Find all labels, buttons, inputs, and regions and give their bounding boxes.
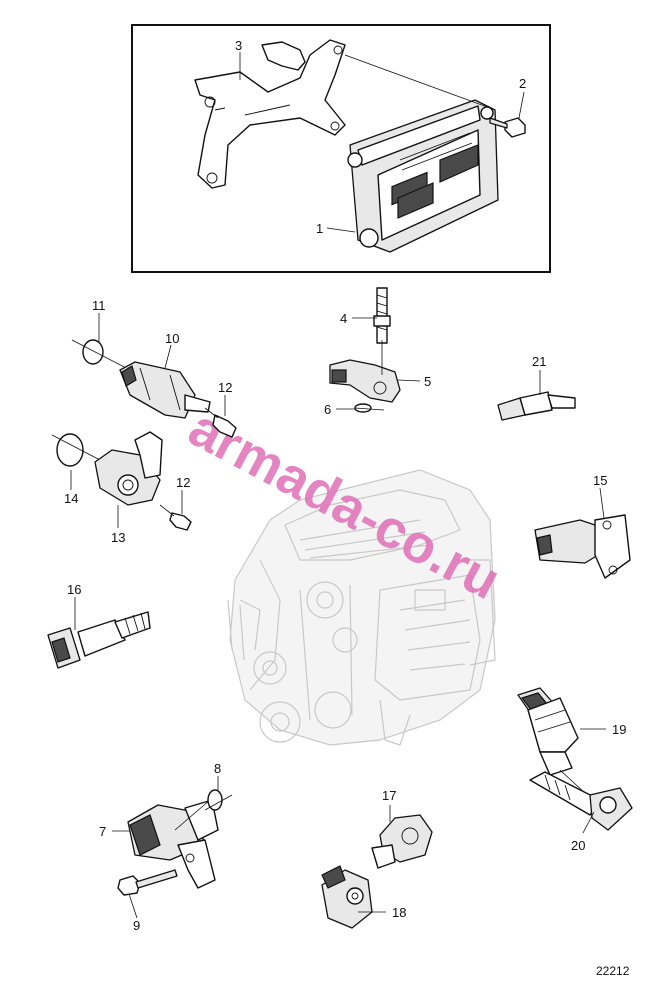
callout-5: 5: [424, 374, 431, 389]
callout-12-lower: 12: [176, 475, 190, 490]
sensor-part-17: [371, 805, 433, 869]
sensor-part-16: [47, 611, 151, 669]
callout-labels: 1 2 3 4 5 6 7 8 9 10 11 12 12 13 14 15 1…: [64, 38, 626, 933]
sensor-part-21: [497, 370, 576, 421]
callout-4: 4: [340, 311, 347, 326]
sensor-part-5: [329, 340, 401, 403]
sensor-part-13: [94, 431, 163, 506]
callout-21: 21: [532, 354, 546, 369]
o-ring-part-11: [82, 339, 104, 365]
o-ring-part-8: [207, 789, 223, 811]
callout-8: 8: [214, 761, 221, 776]
callout-20: 20: [571, 838, 585, 853]
bracket-part-3: [194, 39, 346, 189]
ecu-part-1: [347, 99, 499, 253]
callout-6: 6: [324, 402, 331, 417]
sensor-part-7: [127, 799, 219, 889]
callout-7: 7: [99, 824, 106, 839]
drawing-number: 22212: [596, 964, 630, 978]
callout-3: 3: [235, 38, 242, 53]
callout-9: 9: [133, 918, 140, 933]
sensor-part-18: [321, 865, 373, 929]
callout-13: 13: [111, 530, 125, 545]
sensor-part-15: [534, 514, 631, 579]
callout-2: 2: [519, 76, 526, 91]
engine-illustration: [227, 469, 496, 746]
sensor-part-19: [517, 687, 579, 776]
sensor-part-10: [119, 361, 211, 419]
adapter-part-20: [529, 771, 633, 831]
callout-15: 15: [593, 473, 607, 488]
callout-1: 1: [316, 221, 323, 236]
callout-16: 16: [67, 582, 81, 597]
stud-part-4: [373, 287, 391, 344]
callout-18: 18: [392, 905, 406, 920]
bolt-part-12-lower: [159, 504, 192, 531]
o-ring-part-14: [56, 433, 84, 467]
bolt-part-9: [117, 869, 178, 896]
callout-10: 10: [165, 331, 179, 346]
callout-19: 19: [612, 722, 626, 737]
bolt-part-2: [489, 117, 526, 138]
callout-11: 11: [92, 298, 106, 313]
callout-leaders: [70, 52, 606, 919]
callout-17: 17: [382, 788, 396, 803]
callout-14: 14: [64, 491, 78, 506]
bolt-part-12-upper: [204, 407, 237, 438]
callout-12-upper: 12: [218, 380, 232, 395]
ecu-group-frame: [131, 24, 551, 273]
